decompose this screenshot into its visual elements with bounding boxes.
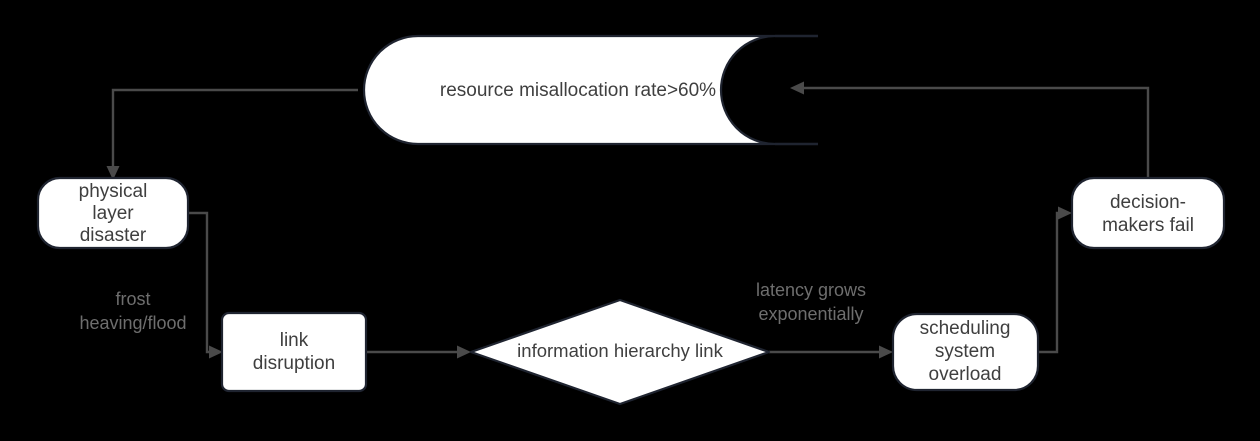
node-link-disruption-label-line-1: link	[280, 330, 309, 351]
node-scheduling-system-overload[interactable]: scheduling system overload	[891, 312, 1040, 392]
edge-link-to-information	[366, 345, 471, 359]
edge-scheduling-to-decision	[1038, 206, 1072, 354]
edge-physical-to-link	[188, 211, 223, 359]
node-decision-makers-fail-shape[interactable]	[1070, 176, 1226, 250]
edge-label-frost-heaving-flood: frost heaving/flood	[79, 289, 186, 333]
edge-resource-to-physical-arrowhead	[106, 166, 120, 180]
node-information-hierarchy-link-shape[interactable]	[469, 298, 771, 406]
node-decision-makers-fail-label-line-2: makers fail	[1102, 215, 1194, 236]
edge-physical-to-link-arrowhead	[209, 345, 223, 359]
node-physical-layer-disaster-label-line-3: disaster	[80, 225, 147, 246]
edge-decision-to-resource	[790, 81, 1150, 178]
edge-information-to-scheduling-arrowhead	[879, 345, 893, 359]
edge-information-to-scheduling	[769, 345, 893, 359]
node-information-hierarchy-link[interactable]: information hierarchy link	[469, 298, 771, 406]
edge-label-line-2: heaving/flood	[79, 313, 186, 333]
edge-decision-to-resource-line	[800, 86, 1150, 178]
node-resource-misallocation-label: resource misallocation rate>60%	[440, 80, 716, 101]
edge-scheduling-to-decision-arrowhead	[1058, 206, 1072, 220]
node-decision-makers-fail[interactable]: decision- makers fail	[1070, 176, 1226, 250]
edge-label-line-1: latency grows	[756, 280, 866, 300]
node-resource-misallocation[interactable]: resource misallocation rate>60%	[362, 34, 818, 146]
edge-label-latency-grows-exponentially: latency grows exponentially	[756, 280, 866, 324]
edge-link-to-information-arrowhead	[457, 345, 471, 359]
node-scheduling-system-overload-label-line-1: scheduling	[920, 318, 1011, 339]
node-link-disruption-label-line-2: disruption	[253, 353, 335, 374]
node-physical-layer-disaster-label-line-1: physical	[79, 181, 148, 202]
edge-label-line-1: frost	[115, 289, 150, 309]
node-scheduling-system-overload-label-line-3: overload	[929, 364, 1002, 385]
node-link-disruption[interactable]: link disruption	[220, 311, 368, 393]
node-scheduling-system-overload-label-line-2: system	[935, 341, 995, 362]
node-physical-layer-disaster-shape[interactable]	[36, 176, 190, 250]
node-decision-makers-fail-label-line-1: decision-	[1110, 192, 1186, 213]
edge-scheduling-to-decision-line	[1038, 211, 1062, 354]
edge-physical-to-link-line	[188, 211, 213, 354]
edge-decision-to-resource-arrowhead	[790, 81, 804, 95]
node-physical-layer-disaster-label-line-2: layer	[92, 203, 134, 224]
node-scheduling-system-overload-shape[interactable]	[891, 312, 1040, 392]
node-information-hierarchy-link-label: information hierarchy link	[517, 340, 723, 361]
node-physical-layer-disaster[interactable]: physical layer disaster	[36, 176, 190, 250]
edge-resource-to-physical	[106, 88, 358, 180]
edge-resource-to-physical-line	[111, 88, 358, 170]
node-link-disruption-shape[interactable]	[220, 311, 368, 393]
edge-label-line-2: exponentially	[758, 304, 863, 324]
